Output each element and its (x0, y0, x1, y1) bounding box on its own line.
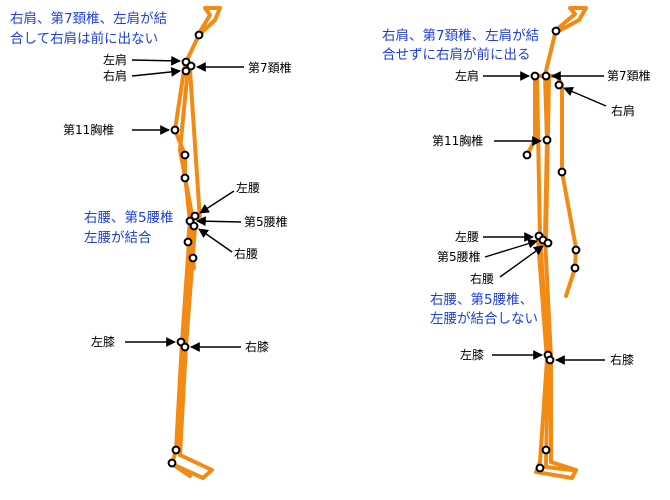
joint-elbow (180, 150, 190, 160)
arrow (499, 245, 544, 278)
right-caption-line2: 合せずに右肩が前に出る (382, 46, 531, 63)
joint-c7 (541, 71, 551, 81)
left-label-c7: 第7頚椎 (248, 60, 292, 75)
left-label-left-knee: 左膝 (91, 334, 115, 349)
left-label-right-shoulder: 右肩 (103, 68, 127, 83)
joint-right-shoulder (554, 80, 564, 90)
arrow (199, 190, 235, 214)
right-waist-caption-line1: 右腰、第5腰椎、 (430, 291, 533, 308)
left-caption-line1: 右肩、第7頚椎、左肩が結 (10, 10, 167, 27)
right-caption-line1: 右肩、第7頚椎、左肩が結 (382, 27, 539, 44)
arrow (198, 228, 233, 253)
joint-head (551, 26, 561, 36)
right-label-right-shoulder: 右肩 (611, 103, 635, 118)
joint-c7 (186, 61, 196, 71)
joint-ankle-b (535, 463, 545, 473)
joint-ankle-a (171, 445, 181, 455)
joint-ankle-b (167, 458, 177, 468)
arrow (563, 86, 607, 107)
joint-left-shoulder (530, 71, 540, 81)
joint-right-knee (180, 342, 190, 352)
left-label-left-hip: 左腰 (236, 180, 260, 195)
left-label-right-knee: 右膝 (245, 339, 269, 354)
joint-hand (183, 237, 193, 247)
joint-ankle-a (541, 445, 551, 455)
joint-wrist (180, 173, 190, 183)
joint-t11 (170, 125, 180, 135)
left-caption-line2: 合して右肩は前に出ない (10, 30, 158, 47)
right-label-left-shoulder: 左肩 (455, 68, 479, 83)
arrow (484, 238, 538, 258)
right-label-c7: 第7頚椎 (607, 68, 651, 83)
joint-t11 (542, 135, 552, 145)
joint-right-hip (543, 238, 553, 248)
joint-wrist (571, 245, 581, 255)
right-label-left-hip: 左腰 (455, 229, 479, 244)
left-label-right-hip: 右腰 (234, 246, 258, 261)
right-waist-caption-line2: 左腰が結合しない (430, 311, 538, 327)
arrow (131, 55, 181, 66)
arrow (131, 67, 181, 77)
left-label-t11: 第11胸椎 (63, 122, 114, 137)
joint-hand (570, 263, 580, 273)
joint-head (194, 30, 204, 40)
joint-right-hip (189, 221, 199, 231)
left-skeleton (170, 6, 222, 480)
left-label-l5: 第5腰椎 (244, 214, 288, 229)
joint-elbow (522, 150, 532, 160)
right-label-right-knee: 右膝 (610, 352, 634, 367)
arrow (196, 216, 242, 227)
joint-right-shoulder (181, 66, 191, 76)
left-label-left-shoulder: 左肩 (103, 52, 127, 67)
left-waist-caption-line2: 左腰が結合 (84, 230, 152, 246)
right-label-t11: 第11胸椎 (432, 133, 483, 148)
joint-right-knee (545, 355, 555, 365)
joint-finger (188, 253, 198, 263)
left-waist-caption-line1: 右腰、第5腰椎 (84, 209, 174, 226)
right-label-left-knee: 左膝 (460, 347, 484, 362)
right-label-right-hip: 右腰 (470, 271, 494, 286)
right-label-l5: 第5腰椎 (437, 249, 481, 264)
joint-forearm (557, 167, 567, 177)
left-joints (167, 30, 204, 468)
right-joints (522, 26, 581, 473)
